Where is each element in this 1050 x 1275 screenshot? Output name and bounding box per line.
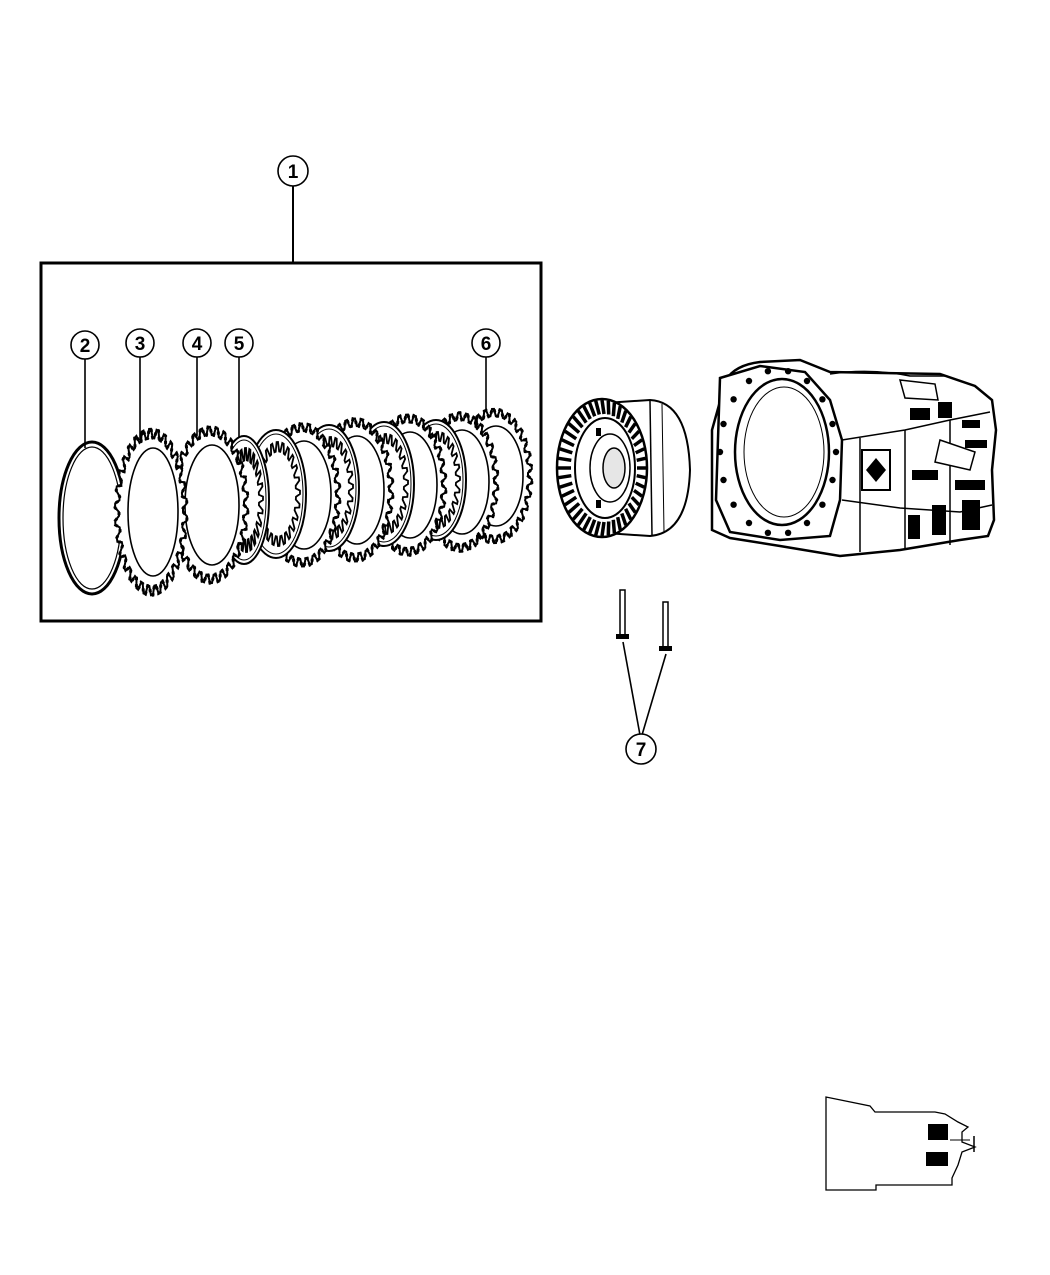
callout-7[interactable]: 7 <box>622 641 667 765</box>
drum-splines <box>558 399 646 537</box>
callout-7-label: 7 <box>636 740 647 761</box>
bolt-right[interactable] <box>659 601 672 651</box>
clutch-pack-box <box>39 261 543 623</box>
callout-2[interactable]: 2 <box>70 330 100 448</box>
callout-6[interactable]: 6 <box>471 328 501 412</box>
reaction-plate-12[interactable] <box>113 427 189 597</box>
callout-4-label: 4 <box>192 334 203 355</box>
clutch-disc-stack <box>113 407 534 597</box>
bolt-left[interactable] <box>616 589 629 639</box>
callout-1-label: 1 <box>288 162 299 183</box>
callout-2-label: 2 <box>80 336 91 357</box>
callout-3[interactable]: 3 <box>125 328 155 440</box>
transmission-housing[interactable] <box>710 358 998 558</box>
callout-1[interactable]: 1 <box>277 155 309 263</box>
location-thumbnail <box>825 1096 977 1191</box>
callout-5[interactable]: 5 <box>224 328 254 438</box>
housing-bolts <box>716 368 840 536</box>
clutch-drum[interactable] <box>555 397 692 539</box>
snap-ring[interactable] <box>57 440 127 596</box>
callout-4[interactable]: 4 <box>182 328 212 436</box>
callout-3-label: 3 <box>135 334 146 355</box>
callout-5-label: 5 <box>234 334 245 355</box>
callout-6-label: 6 <box>481 334 492 355</box>
